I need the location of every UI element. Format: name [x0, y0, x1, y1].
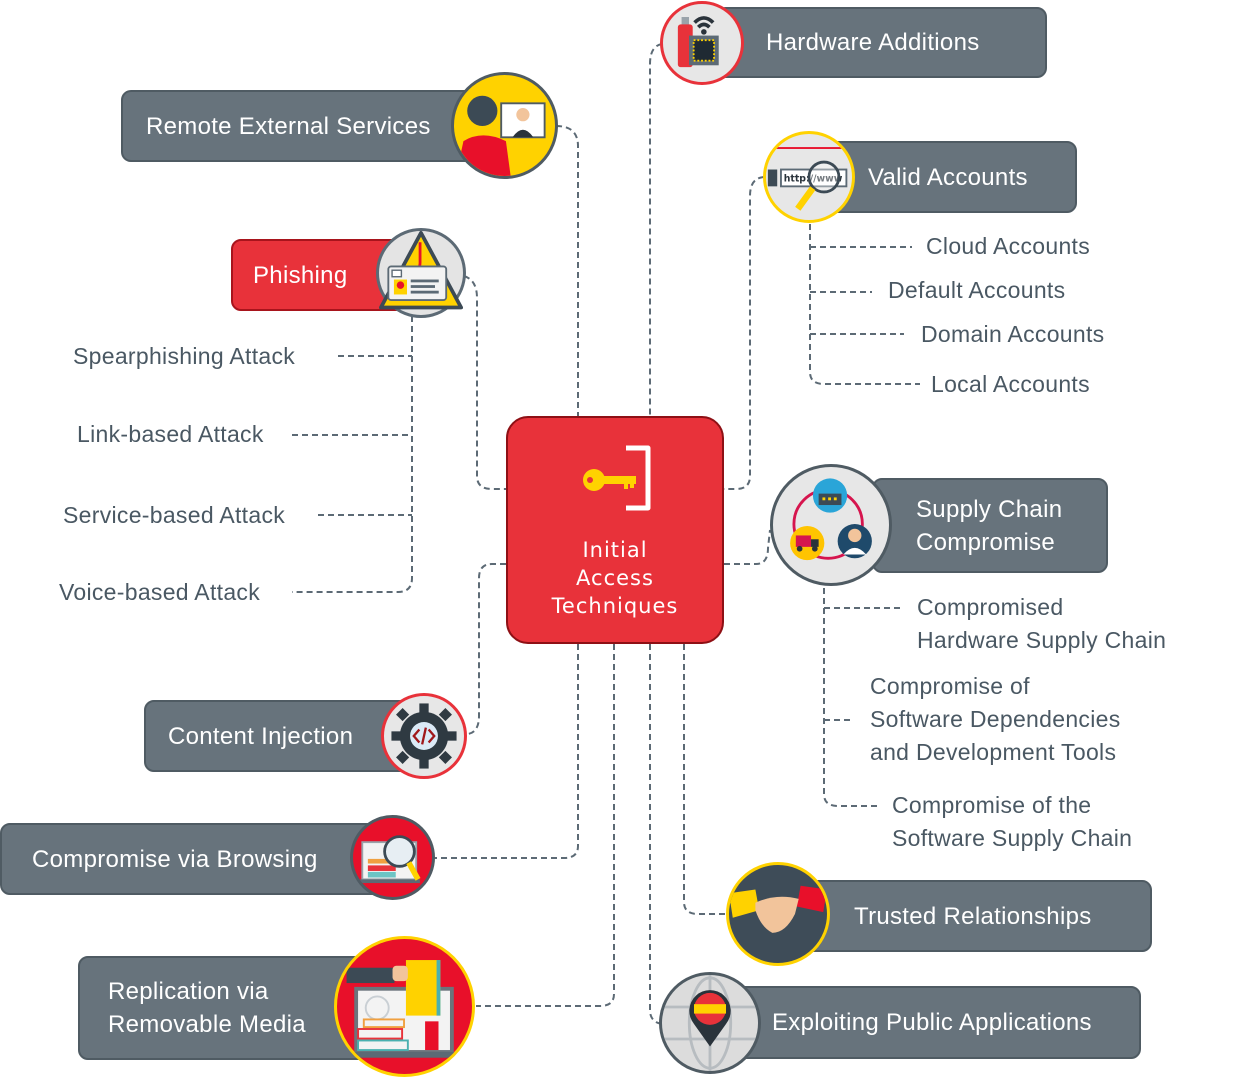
technique-label: Valid Accounts	[868, 163, 1028, 191]
technique-label: Phishing	[253, 261, 348, 289]
label-line: Supply Chain	[916, 495, 1063, 523]
central-title: Initial Access Techniques	[508, 536, 722, 620]
technique-hardware-additions[interactable]: Hardware Additions	[716, 7, 1047, 78]
technique-label: Compromise via Browsing	[32, 845, 318, 873]
sub-line: Compromise of the	[892, 792, 1092, 818]
technique-remote-external-services[interactable]: Remote External Services	[121, 90, 486, 162]
sub-technique: Service-based Attack	[63, 502, 286, 528]
technique-label: Trusted Relationships	[854, 902, 1092, 930]
link-compromise-browsing	[434, 644, 579, 859]
technique-exploiting-public-applications[interactable]: Exploiting Public Applications	[720, 986, 1141, 1059]
sub-technique: Cloud Accounts	[926, 233, 1091, 259]
sub-technique: Domain Accounts	[921, 321, 1105, 347]
laptop-magnifier-icon	[350, 815, 435, 900]
technique-label: Remote External Services	[146, 112, 431, 140]
sub-line: Software Dependencies	[870, 706, 1121, 732]
link-phishing-subs	[292, 316, 413, 593]
technique-trusted-relationships[interactable]: Trusted Relationships	[790, 880, 1152, 952]
technique-label: Exploiting Public Applications	[772, 1009, 1092, 1036]
label-line: Compromise	[916, 528, 1056, 556]
central-title-line: Techniques	[551, 594, 679, 618]
url-search-icon: http://www	[763, 131, 855, 223]
sub-technique: Voice-based Attack	[59, 579, 261, 605]
technique-label: Supply Chain Compromise	[916, 493, 1062, 559]
label-line: Removable Media	[108, 1011, 306, 1038]
sub-technique: Local Accounts	[931, 371, 1090, 397]
link-hardware-additions	[649, 43, 663, 416]
link-removable-media	[476, 644, 615, 1007]
sub-line: and Development Tools	[870, 739, 1117, 765]
laptop-books-icon	[334, 936, 475, 1077]
code-gear-icon	[381, 693, 467, 779]
url-text: http://www	[784, 174, 843, 185]
technique-content-injection[interactable]: Content Injection	[144, 700, 416, 772]
technique-valid-accounts[interactable]: Valid Accounts	[814, 141, 1077, 213]
usb-chip-icon	[660, 1, 744, 85]
link-remote-external-services	[555, 125, 579, 416]
sub-line: Software Supply Chain	[892, 825, 1133, 851]
sub-line: Hardware Supply Chain	[917, 627, 1167, 653]
sub-technique: Spearphishing Attack	[73, 343, 296, 369]
globe-pin-icon	[659, 972, 761, 1074]
central-title-line: Access	[576, 566, 654, 590]
technique-supply-chain-compromise[interactable]: Supply Chain Compromise	[872, 478, 1108, 573]
label-line: Replication via	[108, 978, 269, 1005]
link-valid-accounts	[724, 176, 765, 490]
link-supply-subs	[823, 588, 880, 807]
sub-technique: Default Accounts	[888, 277, 1066, 303]
key-door-icon	[580, 444, 660, 514]
video-call-icon	[451, 72, 558, 179]
sub-technique: Compromised Hardware Supply Chain	[917, 591, 1166, 657]
technique-compromise-via-browsing[interactable]: Compromise via Browsing	[0, 823, 382, 895]
phishing-warning-icon	[376, 228, 466, 318]
sub-technique: Compromise of the Software Supply Chain	[892, 789, 1132, 855]
link-public-applications	[649, 644, 663, 1025]
handshake-icon	[726, 862, 830, 966]
central-node-initial-access[interactable]: Initial Access Techniques	[506, 416, 724, 644]
link-content-injection	[467, 563, 506, 735]
sub-line: Compromised	[917, 594, 1064, 620]
supply-cycle-icon	[770, 464, 892, 586]
sub-technique: Link-based Attack	[77, 421, 264, 447]
central-title-line: Initial	[582, 538, 648, 562]
link-supply-chain	[724, 529, 771, 565]
link-phishing	[463, 275, 506, 490]
technique-label: Hardware Additions	[766, 29, 980, 56]
sub-line: Compromise of	[870, 673, 1030, 699]
technique-label: Content Injection	[168, 722, 354, 750]
technique-replication-removable-media[interactable]: Replication via Removable Media	[78, 956, 378, 1060]
link-trusted-relationships	[683, 644, 728, 915]
technique-label: Replication via Removable Media	[108, 975, 306, 1041]
sub-technique: Compromise of Software Dependencies and …	[870, 670, 1121, 769]
